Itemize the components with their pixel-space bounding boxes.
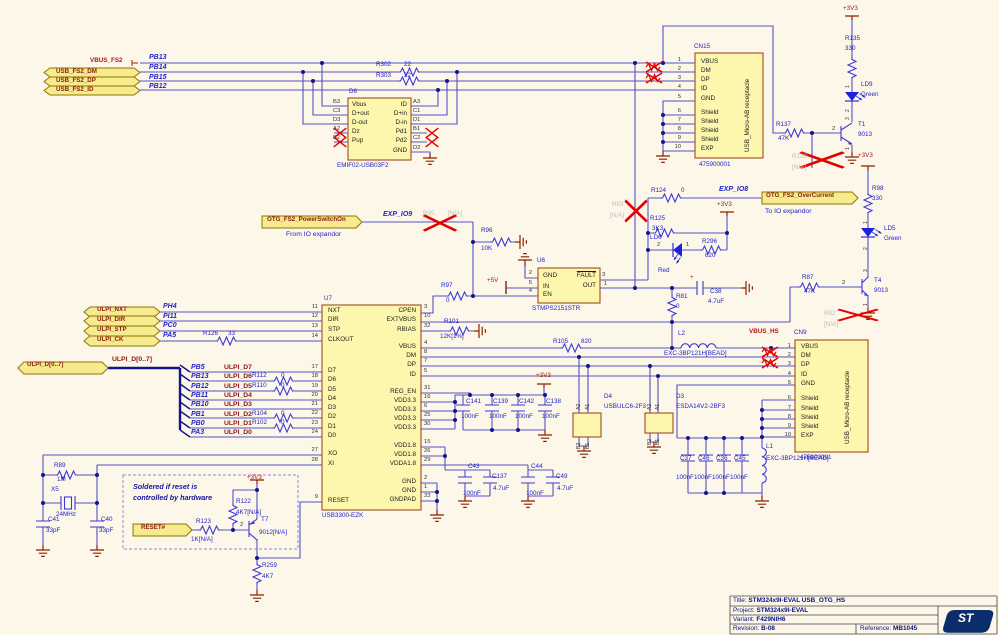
tag-otg-fs2-overcurrent[interactable] — [761, 191, 859, 205]
tag-reset[interactable] — [132, 523, 193, 537]
ulpi-data-bus — [108, 364, 191, 438]
revision-value: B-08 — [761, 625, 775, 632]
junction-dots — [41, 61, 814, 560]
tag-ulpi-ck[interactable] — [83, 335, 161, 347]
component-D4[interactable] — [572, 412, 602, 438]
title-label: Title: STM324x9I-EVAL USB_OTG_HS — [733, 597, 846, 604]
tag-ulpi-stp[interactable] — [83, 325, 161, 337]
revision-label: Revision: B-08 — [733, 625, 775, 632]
project-name: STM324x9I-EVAL — [756, 607, 809, 614]
component-CN15[interactable] — [694, 52, 764, 159]
tag-ulpi-dir[interactable] — [83, 315, 161, 327]
reference-label: Reference: MB1045 — [860, 625, 918, 632]
component-U7[interactable] — [321, 304, 422, 511]
symbols — [35, 56, 883, 585]
project-label: Project: STM324x9I-EVAL — [733, 607, 809, 614]
tag-ulpi-d-bus[interactable] — [17, 361, 109, 375]
component-CN9[interactable] — [794, 339, 869, 453]
reference-value: MB1045 — [893, 625, 918, 632]
variant-label: Variant: F429NIH6 — [733, 616, 786, 623]
title-block-frame — [729, 595, 998, 635]
tag-otg-fs2-powerswitchon[interactable] — [261, 215, 363, 229]
variant-name: F429NIH6 — [756, 616, 786, 623]
power-ground-symbols — [35, 15, 876, 603]
component-D3[interactable] — [644, 412, 674, 434]
sheet-title: STM324x9I-EVAL USB_OTG_HS — [748, 597, 846, 604]
tag-usb-fs2-dp[interactable] — [43, 76, 141, 87]
st-logo — [943, 610, 994, 633]
tag-usb-fs2-dm[interactable] — [43, 67, 141, 78]
reset-note-box — [122, 474, 299, 550]
tag-usb-fs2-id[interactable] — [43, 85, 141, 96]
component-D6[interactable] — [347, 97, 412, 161]
component-U6[interactable] — [537, 267, 601, 304]
